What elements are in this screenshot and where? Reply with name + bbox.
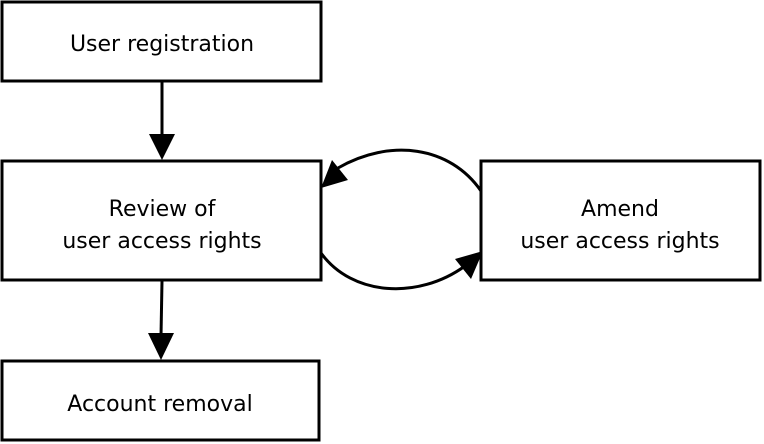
node-user-registration: User registration <box>0 0 323 83</box>
node-amend-label-line2: user access rights <box>520 229 719 254</box>
arrowhead-amend-to-review <box>321 160 348 188</box>
node-review-label-line1: Review of <box>109 197 217 222</box>
arrow-review-to-removal <box>159 280 164 337</box>
arrowhead-registration-to-review <box>149 134 175 160</box>
arrow-review-to-amend-arc <box>319 252 466 291</box>
node-user-registration-label: User registration <box>70 32 254 57</box>
node-review-access-rights: Review of user access rights <box>0 159 323 282</box>
node-account-removal: Account removal <box>0 359 321 442</box>
node-review-label-line2: user access rights <box>62 229 261 254</box>
edges <box>148 81 483 360</box>
arrowhead-review-to-removal <box>148 333 174 360</box>
arrow-amend-to-review-arc <box>337 148 483 192</box>
node-account-removal-label: Account removal <box>67 392 252 417</box>
arrowhead-review-to-amend <box>455 251 483 279</box>
node-amend-access-rights: Amend user access rights <box>479 159 762 282</box>
node-amend-label-line1: Amend <box>581 197 659 222</box>
